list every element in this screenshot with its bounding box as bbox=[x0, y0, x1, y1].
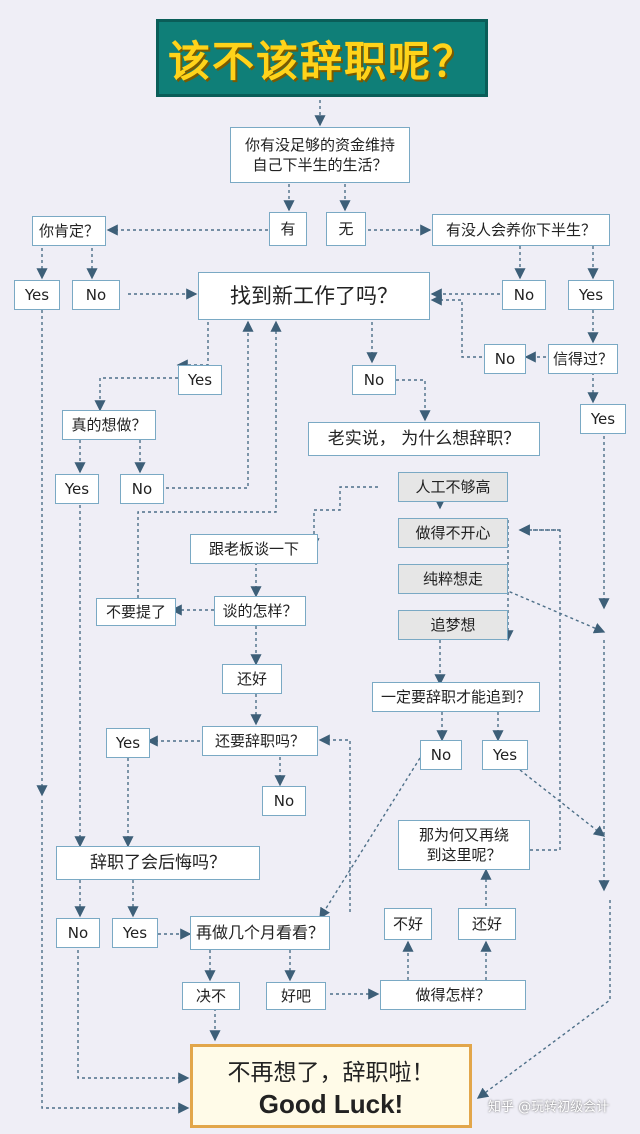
node-want-yes: Yes bbox=[55, 474, 99, 504]
node-regret-yes: Yes bbox=[112, 918, 158, 948]
node-q-dream: 一定要辞职才能追到？ bbox=[372, 682, 540, 712]
title-banner: 该不该辞职呢？ bbox=[156, 19, 488, 97]
node-q-trust: 信得过？ bbox=[548, 344, 618, 374]
watermark: 知乎 @玩转初级会计 bbox=[488, 1100, 610, 1115]
node-dream-yes: Yes bbox=[482, 740, 528, 770]
node-q-reallywant: 真的想做？ bbox=[62, 410, 156, 440]
node-talk-boss: 跟老板谈一下 bbox=[190, 534, 318, 564]
node-q-why: 老实说， 为什么想辞职？ bbox=[308, 422, 540, 456]
node-sure-yes: Yes bbox=[14, 280, 60, 310]
node-regret-no: No bbox=[56, 918, 100, 948]
node-q-howdoing: 做得怎样？ bbox=[380, 980, 526, 1010]
node-dont-mention: 不要提了 bbox=[96, 598, 176, 626]
node-trust-no: No bbox=[484, 344, 526, 374]
final-box: 不再想了，辞职啦！ Good Luck! bbox=[190, 1044, 472, 1128]
node-q-howtalk: 谈的怎样？ bbox=[214, 596, 306, 626]
node-bad: 不好 bbox=[384, 908, 432, 940]
final-line-2: Good Luck! bbox=[258, 1088, 404, 1119]
node-r-salary: 人工不够高 bbox=[398, 472, 508, 502]
node-still-no: No bbox=[262, 786, 306, 816]
node-q-support: 有没人会养你下半生？ bbox=[432, 214, 610, 246]
node-try-months: 再做几个月看看？ bbox=[190, 916, 330, 950]
node-you: 有 bbox=[269, 212, 307, 246]
node-q-money: 你有没足够的资金维持 自己下半生的生活？ bbox=[230, 127, 410, 183]
node-q-sure: 你肯定？ bbox=[32, 216, 106, 246]
node-sure-no: No bbox=[72, 280, 120, 310]
node-support-no: No bbox=[502, 280, 546, 310]
node-q-newjob: 找到新工作了吗？ bbox=[198, 272, 430, 320]
node-q-regret: 辞职了会后悔吗？ bbox=[56, 846, 260, 880]
node-fine: 好吧 bbox=[266, 982, 326, 1010]
node-r-dream: 追梦想 bbox=[398, 610, 508, 640]
node-ok1: 还好 bbox=[222, 664, 282, 694]
node-dream-no: No bbox=[420, 740, 462, 770]
node-r-purely: 纯粹想走 bbox=[398, 564, 508, 594]
node-q-why-back: 那为何又再绕 到这里呢？ bbox=[398, 820, 530, 870]
node-still-yes: Yes bbox=[106, 728, 150, 758]
node-newjob-no: No bbox=[352, 365, 396, 395]
page-title: 该不该辞职呢？ bbox=[167, 36, 476, 86]
node-q-stillquit: 还要辞职吗？ bbox=[202, 726, 318, 756]
node-newjob-yes: Yes bbox=[178, 365, 222, 395]
node-r-unhappy: 做得不开心 bbox=[398, 518, 508, 548]
final-line-1: 不再想了，辞职啦！ bbox=[227, 1059, 435, 1086]
node-ok2: 还好 bbox=[458, 908, 516, 940]
node-want-no: No bbox=[120, 474, 164, 504]
node-decide-no: 决不 bbox=[182, 982, 240, 1010]
node-support-yes: Yes bbox=[568, 280, 614, 310]
node-wu: 无 bbox=[326, 212, 366, 246]
node-trust-yes: Yes bbox=[580, 404, 626, 434]
